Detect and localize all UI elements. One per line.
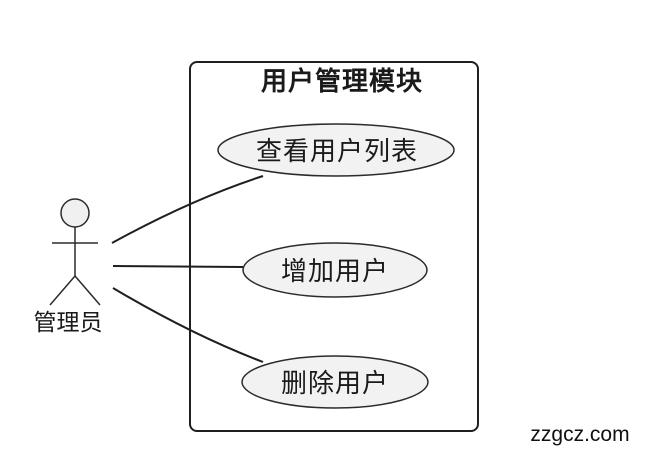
actor-left-leg [49,275,76,306]
use-case-add-user: 增加用户 [242,242,428,298]
actor [49,198,101,306]
association-line-delete-user [112,287,264,363]
use-case-label-view-user-list: 查看用户列表 [256,136,418,166]
watermark: zzgcz.com [530,423,629,446]
system-title: 用户管理模块 [261,66,423,96]
use-case-delete-user: 删除用户 [241,355,429,409]
use-case-ellipse-add-user [242,242,428,298]
use-case-label-add-user: 增加用户 [281,256,389,286]
use-case-view-user-list: 查看用户列表 [217,123,455,177]
use-case-ellipse-delete-user [241,355,429,409]
association-line-view-user-list [111,175,264,244]
use-case-ellipse-view-user-list [217,123,455,177]
association-line-add-user [112,265,244,268]
use-case-label-delete-user: 删除用户 [281,368,389,398]
actor-label: 管理员 [34,309,103,335]
actor-head [60,198,90,228]
actor-right-leg [74,275,101,306]
